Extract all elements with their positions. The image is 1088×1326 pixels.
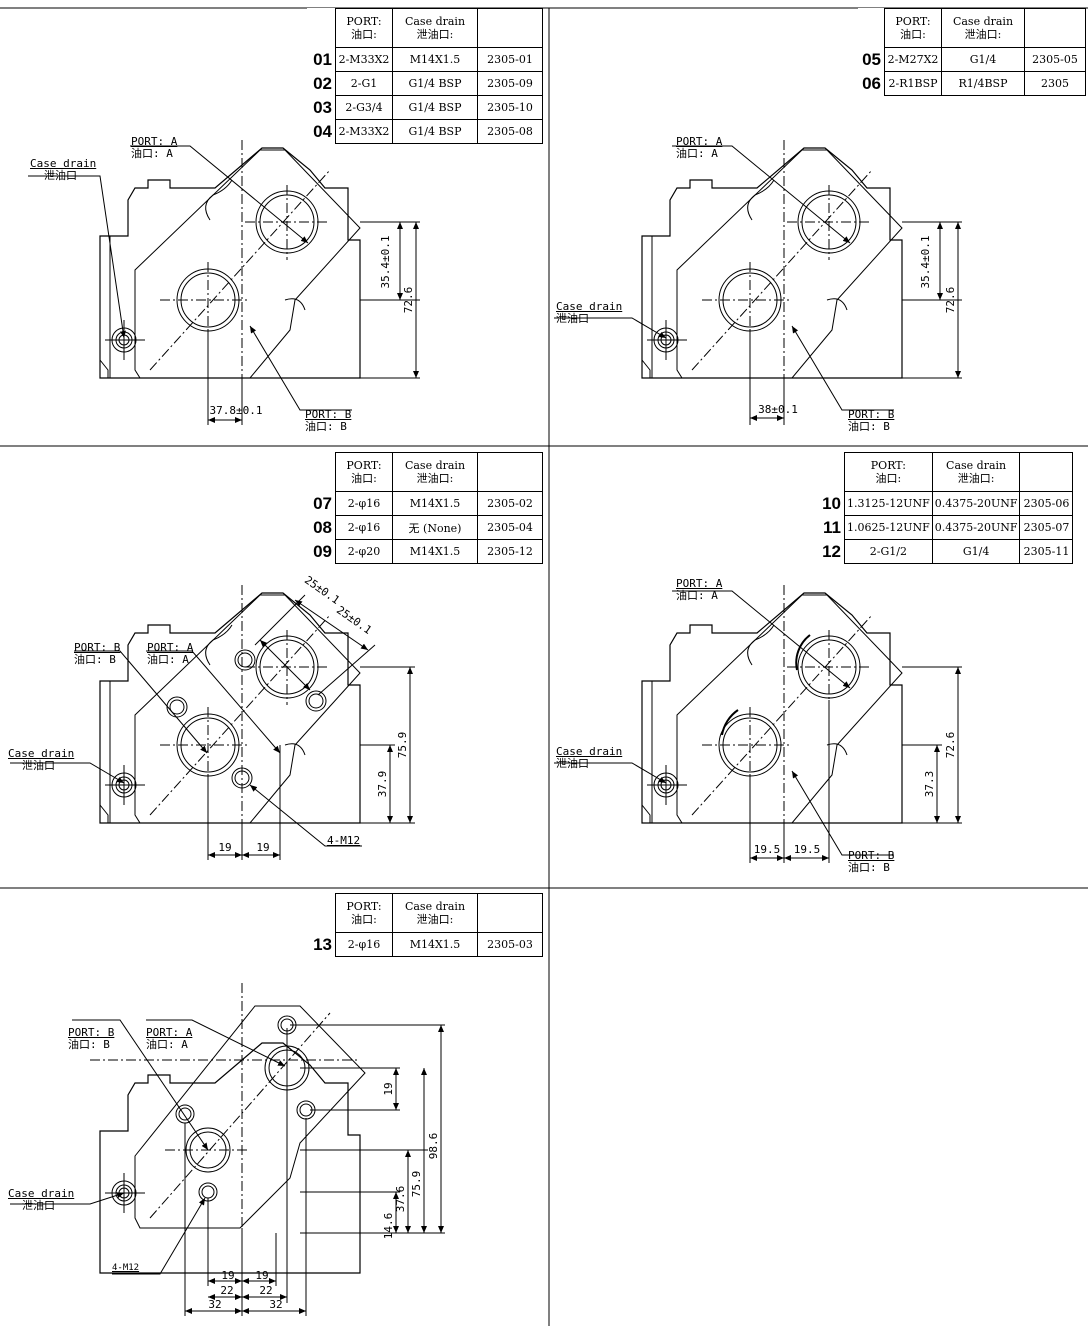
dim-w32b-5: 32 bbox=[269, 1298, 282, 1311]
dim-offset-2: 35.4±0.1 bbox=[919, 236, 932, 289]
dim-width-2: 38±0.1 bbox=[758, 403, 798, 416]
dim-half-3: 37.9 bbox=[376, 771, 389, 798]
dim-w32a-5: 32 bbox=[208, 1298, 221, 1311]
dim-height-2: 72.6 bbox=[944, 287, 957, 314]
label-m12-5: 4-M12 bbox=[112, 1263, 140, 1273]
pump-view-2: 35.4±0.1 72.6 38±0.1 bbox=[554, 139, 962, 425]
dim-offset-1: 35.4±0.1 bbox=[379, 236, 392, 289]
dim-w22a-5: 22 bbox=[220, 1284, 233, 1297]
dim-w2-4: 19.5 bbox=[794, 843, 821, 856]
dim-w22b-5: 22 bbox=[259, 1284, 272, 1297]
dim-diag2-3: 25±0.1 bbox=[334, 603, 374, 636]
dim-half-4: 37.3 bbox=[923, 771, 936, 798]
dim-width-1: 37.8±0.1 bbox=[210, 404, 263, 417]
label-m12-3: 4-M12 bbox=[327, 834, 361, 847]
dim-w19a-5: 19 bbox=[221, 1269, 234, 1282]
dim-w19b-5: 19 bbox=[255, 1269, 268, 1282]
dim-height-3: 75.9 bbox=[396, 732, 409, 759]
dim-w2-3: 19 bbox=[256, 841, 269, 854]
dim-height-1: 72.6 bbox=[402, 287, 415, 314]
pump-view-5: 19 98.6 75.9 37.6 14.6 19 19 22 22 32 32 bbox=[10, 983, 445, 1316]
dim-h3-5: 37.6 bbox=[394, 1186, 407, 1213]
dim-h1-5: 98.6 bbox=[427, 1133, 440, 1160]
pump-view-3: 37.9 75.9 19 19 25±0.1 25±0.1 bbox=[10, 573, 415, 860]
dim-h4-5: 14.6 bbox=[382, 1213, 395, 1240]
dim-w1-4: 19.5 bbox=[754, 843, 781, 856]
pump-view-1: 35.4±0.1 72.6 37.8±0.1 bbox=[28, 139, 420, 425]
dim-h2-5: 75.9 bbox=[410, 1171, 423, 1198]
dim-w1-3: 19 bbox=[218, 841, 231, 854]
pump-view-4: 37.3 72.6 19.5 19.5 bbox=[554, 584, 962, 863]
dim-height-4: 72.6 bbox=[944, 732, 957, 759]
dim-diag1-3: 25±0.1 bbox=[302, 573, 342, 606]
dim-top-5: 19 bbox=[382, 1082, 395, 1095]
